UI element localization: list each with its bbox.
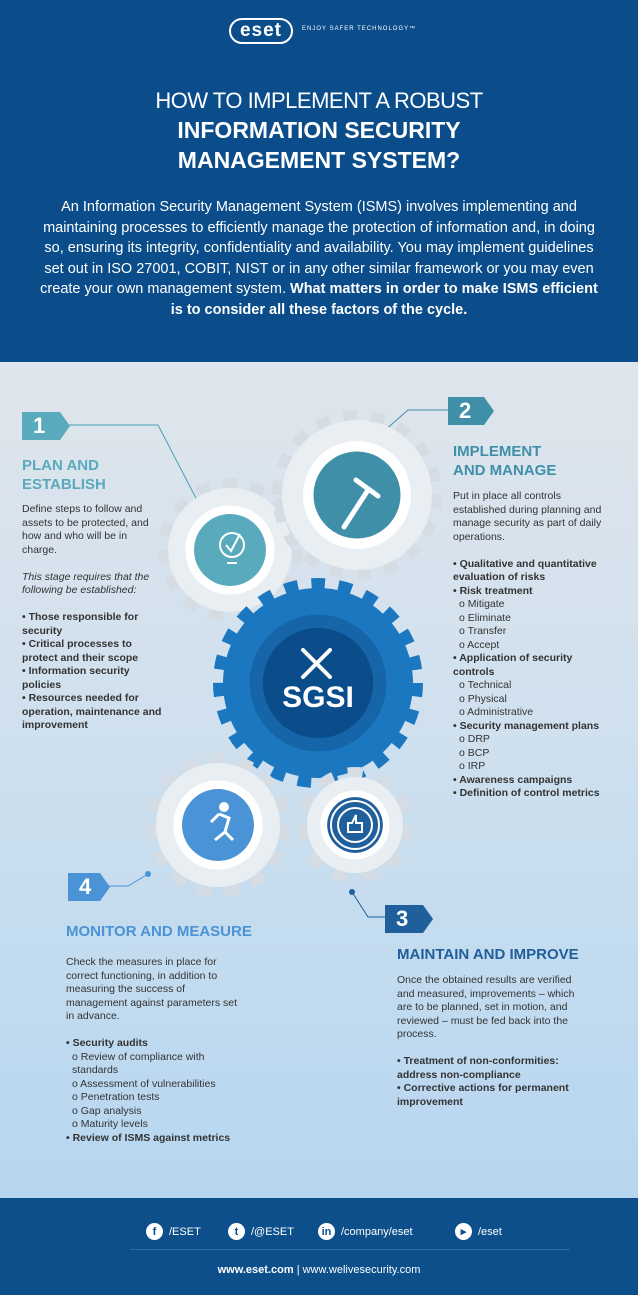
social-label: /company/eset: [341, 1225, 413, 1238]
title-line-1: HOW TO IMPLEMENT A ROBUST: [155, 88, 483, 113]
step-3-title: MAINTAIN AND IMPROVE: [397, 946, 579, 963]
list-item: • Risk treatment: [453, 584, 533, 597]
eset-link[interactable]: www.eset.com: [217, 1264, 294, 1276]
list-item: • Security audits: [66, 1037, 148, 1049]
lightbulb-check-icon: [219, 532, 245, 564]
list-item: o Gap analysis: [72, 1104, 142, 1117]
step-1-text: Define steps to follow and assets to be …: [22, 503, 149, 556]
intro-text: An Information Security Management Syste…: [36, 197, 602, 320]
title-line-3: MANAGEMENT SYSTEM?: [177, 147, 461, 173]
footer-urls: www.eset.com | www.welivesecurity.com: [0, 1264, 638, 1276]
step-3-text: Once the obtained results are verified a…: [397, 974, 575, 1040]
list-item: o Maturity levels: [72, 1118, 148, 1130]
youtube-icon: ▸: [455, 1223, 472, 1240]
step-4-body: Check the measures in place for correct …: [66, 956, 246, 1145]
list-item: o Administrative: [459, 706, 534, 718]
cycle-section: SGSI 1 PLAN AND ESTABLISH Define steps to…: [0, 362, 638, 1198]
social-link-linkedin[interactable]: in/company/eset: [318, 1223, 413, 1240]
list-item: o DRP: [459, 733, 490, 745]
step-3-body: Once the obtained results are verified a…: [397, 974, 587, 1109]
list-item: o Assessment of vulnerabilities: [72, 1077, 216, 1090]
social-label: /@ESET: [251, 1225, 294, 1238]
step-4-title: MONITOR AND MEASURE: [66, 923, 252, 940]
list-item: • Treatment of non-conformities: address…: [397, 1055, 559, 1081]
title-b: ESTABLISH: [22, 476, 106, 493]
footer-divider: [130, 1249, 570, 1250]
step-3-badge: 3: [385, 905, 433, 933]
tagline: ENJOY SAFER TECHNOLOGY™: [302, 26, 417, 32]
list-item: • Definition of control metrics: [453, 787, 600, 799]
social-label: /ESET: [169, 1225, 201, 1238]
step-4-text: Check the measures in place for correct …: [66, 956, 238, 1022]
running-person-icon: [209, 802, 235, 842]
step-2-text: Put in place all controls established du…: [453, 490, 602, 543]
gear-maintain: [297, 767, 413, 883]
step-2-title: IMPLEMENT AND MANAGE: [453, 442, 556, 480]
header: eset ENJOY SAFER TECHNOLOGY™ HOW TO IMPL…: [0, 0, 638, 362]
list-item: o Review of compliance with standards: [72, 1050, 205, 1077]
list-item: o Technical: [459, 679, 512, 691]
list-item: • Corrective actions for permanent impro…: [397, 1082, 569, 1108]
step-2-badge: 2: [448, 397, 494, 425]
gear-sgsi: [213, 578, 423, 788]
list-item: • Critical processes to protect and thei…: [22, 638, 139, 664]
gear-monitor: [146, 753, 290, 897]
welivesecurity-link[interactable]: www.welivesecurity.com: [302, 1264, 421, 1276]
twitter-icon: t: [228, 1223, 245, 1240]
list-item: • Resources needed for operation, mainte…: [22, 692, 162, 731]
separator: |: [296, 1264, 300, 1276]
wrench-screwdriver-icon: [301, 648, 332, 679]
intro-bold: What matters in order to make ISMS effic…: [170, 281, 598, 318]
list-item: • Awareness campaigns: [453, 773, 573, 786]
thumbs-up-seal-icon: [330, 800, 380, 850]
list-item: o IRP: [459, 760, 486, 772]
social-link-twitter[interactable]: t /@ESET: [228, 1223, 294, 1240]
list-item: • Qualitative and quantitative evaluatio…: [453, 557, 597, 584]
hammer-icon: [341, 477, 381, 530]
list-item: o Transfer: [459, 625, 507, 637]
gears-diagram: SGSI: [60, 409, 448, 918]
list-item: • Review of ISMS against metrics: [66, 1131, 231, 1144]
center-label: SGSI: [282, 681, 354, 714]
list-item: o Accept: [459, 638, 500, 651]
list-item: o Mitigate: [459, 598, 505, 610]
gear-implement: [272, 410, 442, 580]
intro-body: An Information Security Management Syste…: [40, 199, 595, 297]
title-line-2: INFORMATION SECURITY: [177, 117, 461, 143]
list-item: • Information security policies: [22, 665, 130, 691]
list-item: o BCP: [459, 746, 490, 759]
connector-1: [60, 424, 199, 503]
social-label: /eset: [478, 1225, 502, 1238]
list-item: o Physical: [459, 692, 507, 705]
list-item: • Security management plans: [453, 719, 600, 732]
step-1-title: PLAN AND ESTABLISH: [22, 456, 106, 494]
list-item: o Penetration tests: [72, 1091, 160, 1103]
step-2-body: Put in place all controls established du…: [453, 490, 613, 801]
title-a: PLAN AND: [22, 457, 99, 474]
connector-2: [382, 409, 448, 433]
step-4-badge: 4: [68, 873, 110, 901]
list-item: • Application of security controls: [453, 652, 573, 678]
eset-logo[interactable]: eset: [229, 18, 293, 44]
social-link-youtube[interactable]: ▸ /eset: [455, 1223, 502, 1240]
connector-3: [351, 891, 385, 918]
facebook-icon: f: [146, 1223, 163, 1240]
title-a: IMPLEMENT: [453, 443, 542, 460]
list-item: • Those responsible for security: [22, 611, 139, 637]
title-b: AND MANAGE: [453, 462, 557, 479]
step-1-body: Define steps to follow and assets to be …: [22, 503, 162, 733]
step-1-note: This stage requires that the following b…: [22, 570, 150, 597]
list-item: o Eliminate: [459, 611, 511, 624]
footer: f/ESET t /@ESET in/company/eset ▸ /eset www.e…: [0, 1198, 638, 1295]
step-1-badge: 1: [22, 412, 70, 440]
social-link-facebook[interactable]: f/ESET: [146, 1223, 201, 1240]
linkedin-icon: in: [318, 1223, 335, 1240]
